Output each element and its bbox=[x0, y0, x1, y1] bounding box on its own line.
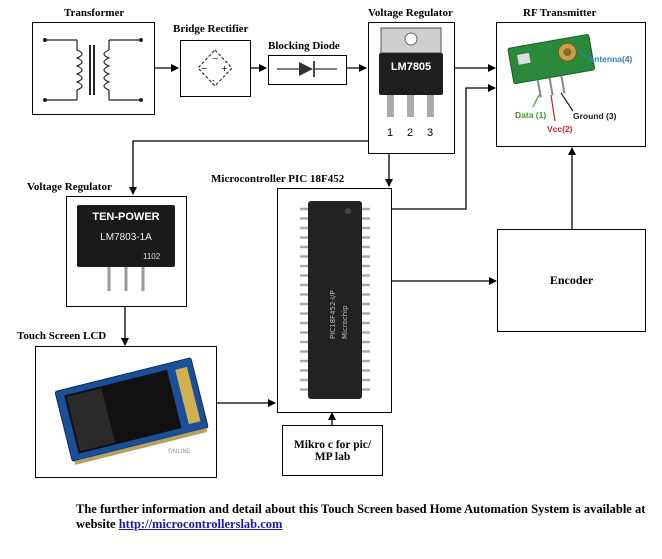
rf-transmitter-label: RF Transmitter bbox=[523, 7, 597, 19]
transformer-symbol-icon bbox=[43, 38, 143, 102]
svg-text:PIC18F452-I/P: PIC18F452-I/P bbox=[329, 290, 337, 339]
svg-text:+: + bbox=[221, 64, 228, 73]
bridge-rectifier-label: Bridge Rectifier bbox=[173, 23, 249, 35]
lm7803-module-icon bbox=[77, 205, 175, 291]
lm7805-pin-3: 3 bbox=[427, 127, 434, 139]
lcd-module-icon: ONLINE bbox=[54, 357, 209, 465]
rf-ground-label: Ground (3) bbox=[573, 111, 617, 121]
rf-module-icon bbox=[507, 34, 595, 122]
svg-text:~: ~ bbox=[212, 54, 219, 63]
rf-antenna-label: Antenna(4) bbox=[588, 54, 633, 64]
touch-screen-label: Touch Screen LCD bbox=[17, 330, 107, 342]
lm7805-part-text: LM7805 bbox=[390, 61, 432, 73]
blocking-diode-block bbox=[268, 55, 347, 85]
programmer-label-line2: MP lab bbox=[314, 450, 351, 463]
footer-note: The further information and detail about… bbox=[76, 502, 646, 532]
footer-link[interactable]: http://microcontrollerslab.com bbox=[118, 517, 283, 531]
wire-mcu-rf bbox=[392, 84, 496, 210]
bridge-rectifier-block: ~ + ~ - bbox=[180, 40, 251, 97]
rf-transmitter-block: Antenna(4) Data (1) Vcc(2) Ground (3) bbox=[496, 22, 646, 147]
wire-regulator-lm7803 bbox=[129, 140, 401, 195]
blocking-diode-label: Blocking Diode bbox=[268, 40, 340, 52]
microcontroller-label: Microcontroller PIC 18F452 bbox=[211, 173, 345, 185]
diode-icon bbox=[277, 61, 337, 77]
lm7805-pin-1: 1 bbox=[387, 127, 394, 139]
rf-vcc-label: Vcc(2) bbox=[547, 124, 573, 134]
encoder-label: Encoder bbox=[549, 273, 594, 287]
footer-text: The further information and detail about… bbox=[76, 502, 646, 531]
transformer-label: Transformer bbox=[64, 7, 125, 19]
lm7803-brand-text: TEN-POWER bbox=[92, 211, 160, 223]
programmer-block: Mikro c for pic/ MP lab bbox=[282, 425, 383, 476]
svg-text:Microchip: Microchip bbox=[341, 305, 349, 339]
lm7803-part-text: LM7803-1A bbox=[100, 232, 152, 243]
bridge-rectifier-icon: ~ + ~ - bbox=[197, 49, 233, 87]
svg-text:-: - bbox=[212, 76, 215, 85]
microcontroller-block: PIC18F452-I/P Microchip bbox=[277, 188, 392, 413]
touch-screen-block: ONLINE bbox=[35, 346, 217, 478]
programmer-label-line1: Mikro c for pic/ bbox=[293, 438, 372, 451]
lm7803-code-text: 1102 bbox=[143, 252, 161, 261]
svg-text:~: ~ bbox=[201, 64, 208, 73]
lm7805-block: LM7805 1 2 3 bbox=[368, 22, 455, 154]
lm7805-pin-2: 2 bbox=[407, 127, 414, 139]
transformer-block bbox=[32, 22, 155, 115]
voltage-regulator-left-label: Voltage Regulator bbox=[27, 181, 112, 193]
voltage-regulator-top-label: Voltage Regulator bbox=[368, 7, 453, 19]
encoder-block: Encoder bbox=[497, 229, 646, 332]
pic-chip-icon: PIC18F452-I/P Microchip bbox=[300, 201, 370, 399]
lm7803-block: TEN-POWER LM7803-1A 1102 bbox=[66, 196, 187, 307]
lm7805-chip-icon bbox=[379, 27, 443, 117]
svg-text:ONLINE: ONLINE bbox=[168, 448, 191, 455]
rf-data-label: Data (1) bbox=[515, 110, 547, 120]
